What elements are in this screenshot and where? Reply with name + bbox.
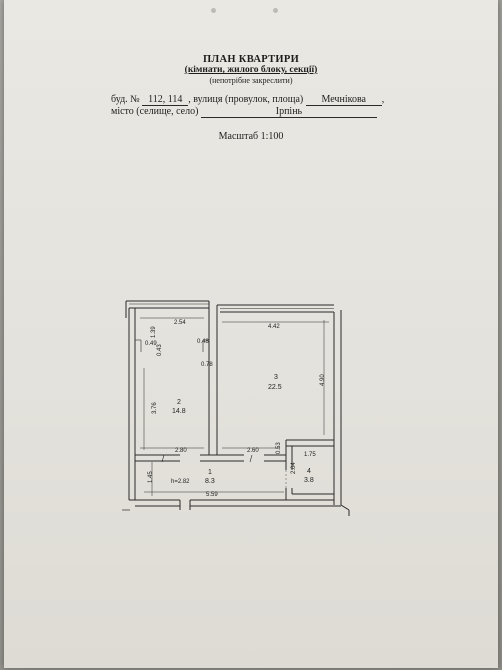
dim-bath-height: 2.04 [291, 462, 297, 474]
street-value: Мечнікова [305, 95, 382, 106]
room-2-area: 14.8 [172, 408, 186, 415]
dim-room2-height: 3.76 [152, 402, 158, 414]
dim-left-niche-depth: 0.43 [157, 344, 163, 356]
room-1-area: 8.3 [205, 478, 215, 485]
scale-label: Масштаб 1:100 [218, 131, 284, 142]
strike-note: (непотрібне закреслити) [209, 76, 293, 85]
floor-plan: 2.54 4.42 1.39 0.49 0.43 0.48 0.78 3.76 … [122, 300, 350, 516]
room-1-ceiling-height: h=2.82 [171, 479, 190, 485]
city-label: місто (селище, село) [111, 106, 199, 117]
punch-hole [211, 8, 216, 13]
dim-hall-height: 1.45 [148, 471, 154, 483]
room-3-area: 22.5 [268, 384, 282, 391]
room-4-number: 4 [307, 468, 311, 475]
document-subtitle: (кімнати, жилого блоку, секції) [184, 65, 318, 75]
dim-room3-height: 4.90 [320, 374, 326, 386]
dim-hall-width: 5.59 [206, 492, 218, 498]
room-3-number: 3 [274, 374, 278, 381]
dim-left-upper-height: 1.39 [151, 326, 157, 338]
room-2-number: 2 [177, 399, 181, 406]
dim-door-gap: 0.53 [276, 442, 282, 454]
document-title: ПЛАН КВАРТИРИ [202, 54, 300, 65]
address-line-city: місто (селище, село) Ірпінь [111, 106, 377, 118]
dim-partition-offset: 0.48 [197, 339, 209, 345]
dim-top-left-width: 2.54 [174, 320, 186, 326]
dim-partition-offset-b: 0.78 [201, 362, 213, 368]
building-label: буд. № [111, 94, 140, 105]
room-1-number: 1 [208, 469, 212, 476]
address-line-building: буд. № 112, 114, вулиця (провулок, площа… [111, 94, 384, 106]
city-value: Ірпінь [200, 107, 377, 118]
punch-hole [273, 8, 278, 13]
dim-bath-width: 1.75 [304, 452, 316, 458]
dim-left-niche-width: 0.49 [145, 341, 157, 347]
room-4-area: 3.8 [304, 477, 314, 484]
street-label: , вулиця (провулок, площа) [188, 94, 304, 105]
dim-room2-bottom-width: 2.80 [175, 448, 187, 454]
dim-room3-bottom-width: 2.60 [247, 448, 259, 454]
dim-top-right-width: 4.42 [268, 324, 280, 330]
street-end: , [381, 94, 385, 105]
paper-sheet: ПЛАН КВАРТИРИ (кімнати, жилого блоку, се… [4, 0, 498, 668]
building-value: 112, 114 [142, 95, 189, 106]
